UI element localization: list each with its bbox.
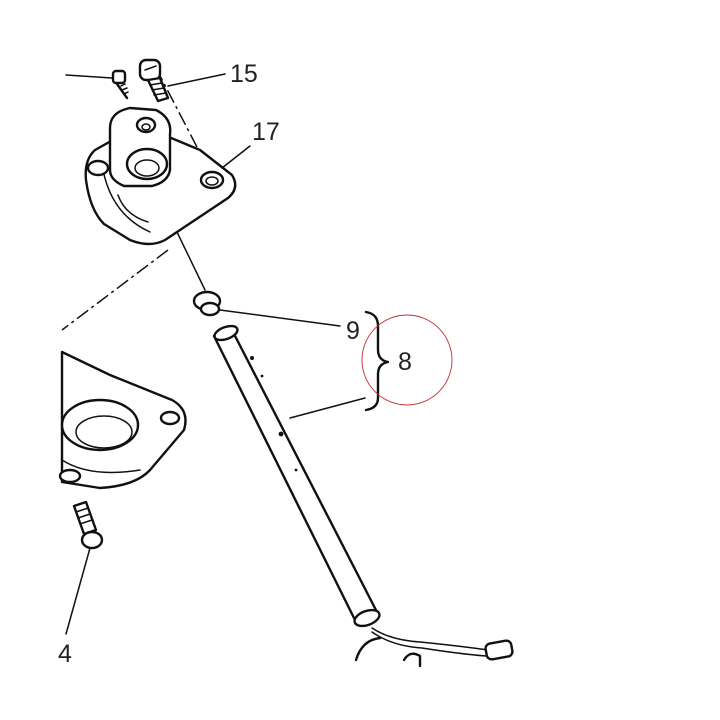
label-8: 8 bbox=[398, 348, 412, 376]
upper-flange-bracket bbox=[84, 106, 237, 246]
small-screw bbox=[65, 69, 129, 100]
label-4: 4 bbox=[58, 640, 72, 668]
label-9: 9 bbox=[346, 317, 360, 345]
wire-connector bbox=[354, 627, 514, 668]
label-15: 15 bbox=[230, 60, 258, 88]
lower-flange-bracket bbox=[58, 350, 187, 490]
leader-17 bbox=[221, 145, 251, 169]
grommet-9 bbox=[192, 290, 341, 327]
bolt-4 bbox=[65, 500, 104, 635]
group-brace bbox=[364, 310, 390, 412]
highlight-circle bbox=[361, 314, 453, 406]
label-17: 17 bbox=[252, 118, 280, 146]
tube bbox=[212, 324, 381, 628]
screw-15 bbox=[138, 58, 226, 103]
